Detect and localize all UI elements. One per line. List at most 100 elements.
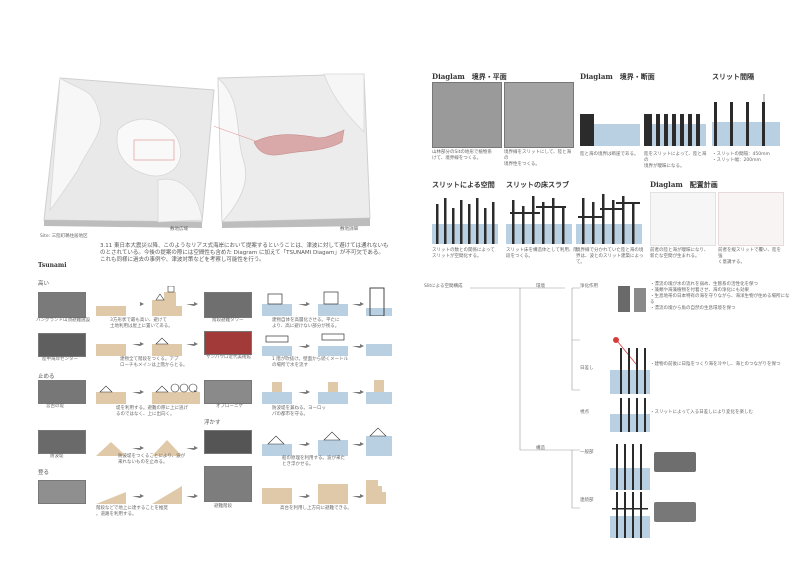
intro-line-2: のとされている。今後の提案の際には空間性も含めた Diagram に加えて「TS… [100, 250, 384, 256]
caption-d6b: 前者の陸と海が曖昧になり、 新たな空間が生まれる。 [650, 248, 709, 259]
desc-stairs: 高台を利用し上方向に避難できる。 [280, 506, 352, 511]
header-diaglam-layout: Diaglam 配置計画 [650, 180, 718, 189]
slit-interval-diagram [712, 94, 780, 146]
model-caption-left: Site: 三陸町鵜住居地区 [40, 234, 88, 239]
photo-miyako [38, 380, 86, 404]
layout-sketch-1 [650, 192, 716, 246]
tree-mid-environment: 環境 [536, 284, 545, 289]
layout-sketch-2 [718, 192, 784, 246]
tree-purify-diagram [618, 286, 646, 312]
tree-notes-view: ・スリットによって入る日差しにより変化を楽しむ [650, 410, 790, 416]
desc-slope: 階段などで地上に達することを推奨 。道路を利用する。 [96, 506, 168, 517]
desc-hangland: 3方形状で最も高い、避けて 土地利用は屋上に置いてある。 [110, 318, 173, 329]
caption-hangland: ハングランド山頂避難施設 [36, 318, 90, 323]
slit-slab-diagram-1 [506, 196, 572, 244]
caption-d2b: 陸をスリットによって、陸と海の 境界が曖昧になる。 [644, 152, 707, 169]
terrain-model-detail [214, 73, 371, 228]
terrain-model-wide [43, 77, 215, 228]
right-page: Diaglam 境界・平面 山林部分のSitの地形で植物系 けて、境界線をつくる… [400, 0, 800, 569]
caption-d6c: 前者を縦スリットで覆い、陸を強 く意識する。 [718, 248, 781, 265]
intro-text: 3.11 東日本大震災以降、このようなリアス式海岸において提案するということは、… [100, 243, 390, 264]
intro-line-1: 3.11 東日本大震災以降、このようなリアス式海岸において提案するということは、… [100, 243, 389, 249]
caption-d2a: 陸と海の境界は断崖である。 [580, 152, 639, 157]
diagram-stop-2 [262, 380, 392, 404]
model-subcaption: 敷地広域 [170, 227, 188, 232]
caption-d5: スリット床を構造体として利用、階 段をつくる。 [506, 248, 578, 259]
diagram-stop-1b [170, 383, 200, 404]
caption-d6a: 境界線で分かれていた陸と海の境 界は、波とのスリット建築によって。 [576, 248, 644, 265]
tree-view-diagram [610, 398, 650, 432]
tree-branch-sunlight: 日差し [580, 366, 594, 371]
tree-general-diagram [610, 444, 650, 490]
tree-lines [470, 287, 580, 509]
header-slit-space: スリットによる空間 [432, 180, 495, 189]
tree-continuous-diagram [610, 492, 650, 538]
caption-miyako: 宮古の堤 [46, 404, 64, 409]
note-4: ・漂流の塊から魚の自然の生息環境を保つ [650, 306, 736, 311]
aerial-photo-2 [504, 82, 574, 148]
slit-slab-diagram-2 [576, 194, 642, 244]
tree-branch-purify: 浄化作用 [580, 284, 598, 289]
diagram-high-1b [152, 286, 176, 316]
desc-miyako: 堤を利用する。避難の際に上に逃げ るのではなく、上に出向く。 [116, 406, 188, 417]
header-slit-slab: スリットの床スラブ [506, 180, 569, 189]
photo-breakwater [38, 430, 86, 454]
note-2: ・藻類や海藻植物を付着させ、海の浄化にも効果 [650, 288, 749, 293]
slit-space-diagram [432, 198, 498, 244]
left-page: Site: 三陸町鵜住居地区 敷地広域 敷地詳細 3.11 東日本大震災以降、こ… [36, 73, 392, 517]
tree-branch-continuous: 連続部 [580, 498, 594, 503]
photo-hangland [38, 292, 86, 318]
desc-float: 船の原理を利用する。波が来た とき浮かせる。 [282, 456, 345, 467]
desc-tower: 建物自体を高層化させる。平たに より、高に避けない部分が残る。 [272, 318, 340, 329]
caption-d1b: 境界線をスリットにして、陸と海の 境界性をつくる。 [504, 150, 572, 167]
note-5: ・建物の前後に日陰をつくり海を冷やし、海とのつながりを保つ [650, 362, 781, 367]
tree-root: Slitによる空間構成 [424, 284, 463, 289]
photo-tower [204, 292, 252, 318]
caption-d1a: 山林部分のSitの地形で植物系 けて、境界線をつくる。 [432, 150, 492, 161]
tree-branch-general: 一般部 [580, 450, 594, 455]
render-general [654, 452, 696, 472]
section-diagram-2 [644, 114, 706, 146]
diagram-climb-2 [262, 480, 386, 504]
section-label-climb: 登る [38, 470, 50, 476]
tree-notes-sun: ・建物の前後に日陰をつくり海を冷やし、海とのつながりを保つ [650, 362, 790, 368]
diagram-climb-1 [96, 486, 198, 504]
tree-branch-view: 視点 [580, 410, 589, 415]
photo-oblonike [204, 380, 252, 404]
diagram-breakwater [96, 440, 198, 456]
tree-notes: ・漂流の塊が水の流れを弱め、生態系の活性化を保つ ・藻類や海藻植物を付着させ、海… [650, 282, 790, 312]
tree-mid-structure: 構造 [536, 446, 545, 451]
note-6: ・スリットによって入る日差しにより変化を楽しむ [650, 410, 754, 415]
photo-ship [204, 430, 252, 454]
diagram-high-2 [262, 287, 392, 316]
photo-stairs [204, 466, 252, 502]
render-continuous [654, 502, 696, 522]
photo-slope [38, 480, 86, 504]
model-caption-right: 敷地詳細 [340, 227, 358, 232]
header-diaglam-plan: Diaglam 境界・平面 [432, 72, 507, 81]
header-diaglam-section: Diaglam 境界・断面 [580, 72, 655, 81]
caption-d4: スリットの数との関係によって スリットが空間化する。 [432, 248, 495, 259]
note-1: ・漂流の塊が水の流れを弱め、生態系の活性化を保つ [650, 282, 758, 287]
photo-saopaulo [204, 331, 252, 355]
header-slit-interval: スリット間隔 [712, 72, 754, 81]
diagram-float [262, 427, 392, 456]
desc-oblonike: 防波堤を兼ねる。ヨーロッ パの都市を守る。 [272, 406, 326, 417]
desc-breakwater: 防波堤をつくることにより、波が 来れないものを止める。 [118, 454, 186, 465]
caption-oblonike: オブローニケ [216, 404, 243, 409]
caption-breakwater: 防波堤 [50, 454, 64, 459]
section-diagram-1 [580, 114, 640, 146]
caption-rikuchu: 陸中海岸センター [42, 357, 78, 362]
diagram-stilts [262, 333, 392, 356]
caption-saopaulo: サンパウロ近代美術館 [206, 355, 251, 360]
tree-sunlight-diagram [610, 337, 650, 394]
desc-saopaulo: 1 階が吹抜け。壁面から続くメートル の場所で水を流す [272, 357, 349, 368]
tsunami-label: Tsunami [38, 262, 67, 269]
photo-rikuchu [38, 333, 86, 357]
caption-d3: ・スリットの間隔：450mm ・スリット幅：200mm [712, 152, 770, 163]
section-label-high: 高い [38, 281, 50, 287]
intro-line-3: これも同様に過去の事例や、津波対策などを考察し可能性を行う。 [100, 257, 265, 263]
note-3: ・生息地帯の日本特有の海を守りながら、海洋生物が住める場所になる [650, 294, 790, 305]
diagram-stairs-1 [96, 337, 198, 356]
caption-tower: 階段避難タワー [212, 318, 244, 323]
